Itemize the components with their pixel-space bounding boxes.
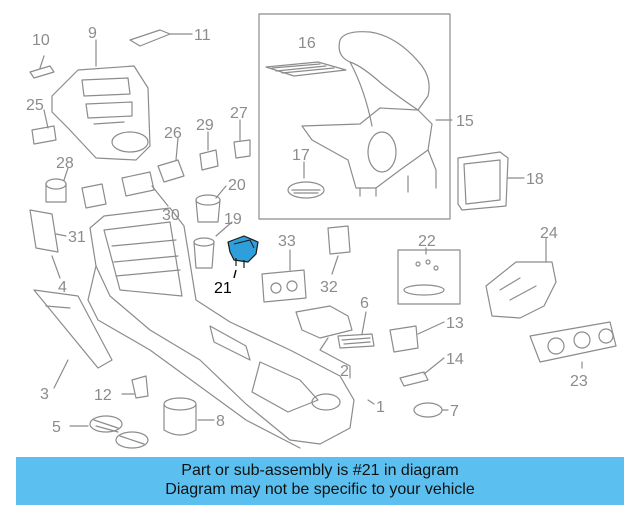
callout-8: 8	[216, 413, 225, 430]
callout-18: 18	[526, 171, 544, 188]
part-5-mat	[89, 415, 149, 449]
part-13-bracket	[389, 325, 419, 353]
callout-6: 6	[360, 295, 369, 312]
callout-7: 7	[450, 403, 459, 420]
callout-11: 11	[194, 27, 211, 44]
callout-24: 24	[540, 225, 558, 242]
part-22-mat	[397, 249, 461, 305]
part-6-pad	[337, 333, 375, 349]
part-28-cylinder	[45, 178, 67, 203]
part-27-switch	[233, 139, 251, 159]
callout-29: 29	[196, 117, 214, 134]
callout-20: 20	[228, 177, 246, 194]
part-10-clip	[29, 65, 55, 79]
part-28-switch	[81, 183, 107, 209]
callout-12: 12	[94, 387, 112, 404]
part-2-tray	[295, 305, 353, 339]
callout-3: 3	[40, 386, 49, 403]
armrest-inset-frame	[258, 13, 451, 220]
callout-10: 10	[32, 32, 50, 49]
callout-25: 25	[26, 97, 44, 114]
part-9-bezel	[51, 65, 151, 161]
part-16-mat	[265, 61, 347, 77]
banner-line-part: Part or sub-assembly is #21 in diagram	[181, 462, 459, 479]
callout-17: 17	[292, 147, 310, 164]
part-3-trim	[33, 289, 113, 369]
banner-line-disclaimer: Diagram may not be specific to your vehi…	[165, 481, 475, 498]
part-26-switch	[157, 159, 185, 183]
callout-31: 31	[68, 229, 86, 246]
callout-labels: 1 2 3 4 5 6 7 8 9 10 11 12 13 14 15 16 1…	[26, 25, 588, 436]
callout-21: 21	[214, 280, 232, 297]
callout-4: 4	[58, 279, 67, 296]
parts-diagram: 1 2 3 4 5 6 7 8 9 10 11 12 13 14 15 16 1…	[26, 13, 617, 449]
leader-lines	[39, 33, 583, 427]
callout-27: 27	[230, 105, 248, 122]
callout-22: 22	[418, 233, 436, 250]
callout-5: 5	[52, 419, 61, 436]
callout-19: 19	[224, 211, 242, 228]
callout-16: 16	[298, 35, 316, 52]
part-23-climate-panel	[529, 321, 617, 363]
part-8-cup	[163, 397, 197, 436]
callout-2: 2	[340, 363, 349, 380]
part-19-socket	[193, 237, 215, 269]
callout-32: 32	[320, 279, 338, 296]
part-12-clip	[131, 375, 149, 399]
part-17-cup-insert	[287, 181, 325, 199]
part-21-switch-highlighted[interactable]	[227, 235, 259, 279]
callout-23: 23	[570, 373, 588, 390]
part-11-strip	[129, 29, 171, 47]
callout-33: 33	[278, 233, 296, 250]
part-29-switch	[199, 149, 219, 171]
part-15-armrest	[301, 31, 437, 197]
callout-28: 28	[56, 155, 74, 172]
callout-15: 15	[456, 113, 474, 130]
callout-14: 14	[446, 351, 464, 368]
callout-1: 1	[376, 399, 385, 416]
callout-13: 13	[446, 315, 464, 332]
center-console	[87, 207, 355, 449]
part-33-panel	[261, 269, 307, 303]
part-31-bracket	[29, 209, 59, 253]
part-25-switch	[31, 125, 57, 145]
part-24-bracket	[485, 261, 557, 319]
part-20-socket	[195, 194, 221, 223]
callout-30: 30	[162, 207, 180, 224]
callout-9: 9	[88, 25, 97, 42]
callout-26: 26	[164, 125, 182, 142]
part-32-switch	[327, 225, 351, 255]
part-18-panel	[457, 151, 509, 211]
part-7-ring	[413, 402, 443, 418]
info-banner: Part or sub-assembly is #21 in diagram D…	[16, 457, 624, 505]
part-14-strip	[399, 371, 429, 387]
part-30-switch	[121, 171, 155, 197]
